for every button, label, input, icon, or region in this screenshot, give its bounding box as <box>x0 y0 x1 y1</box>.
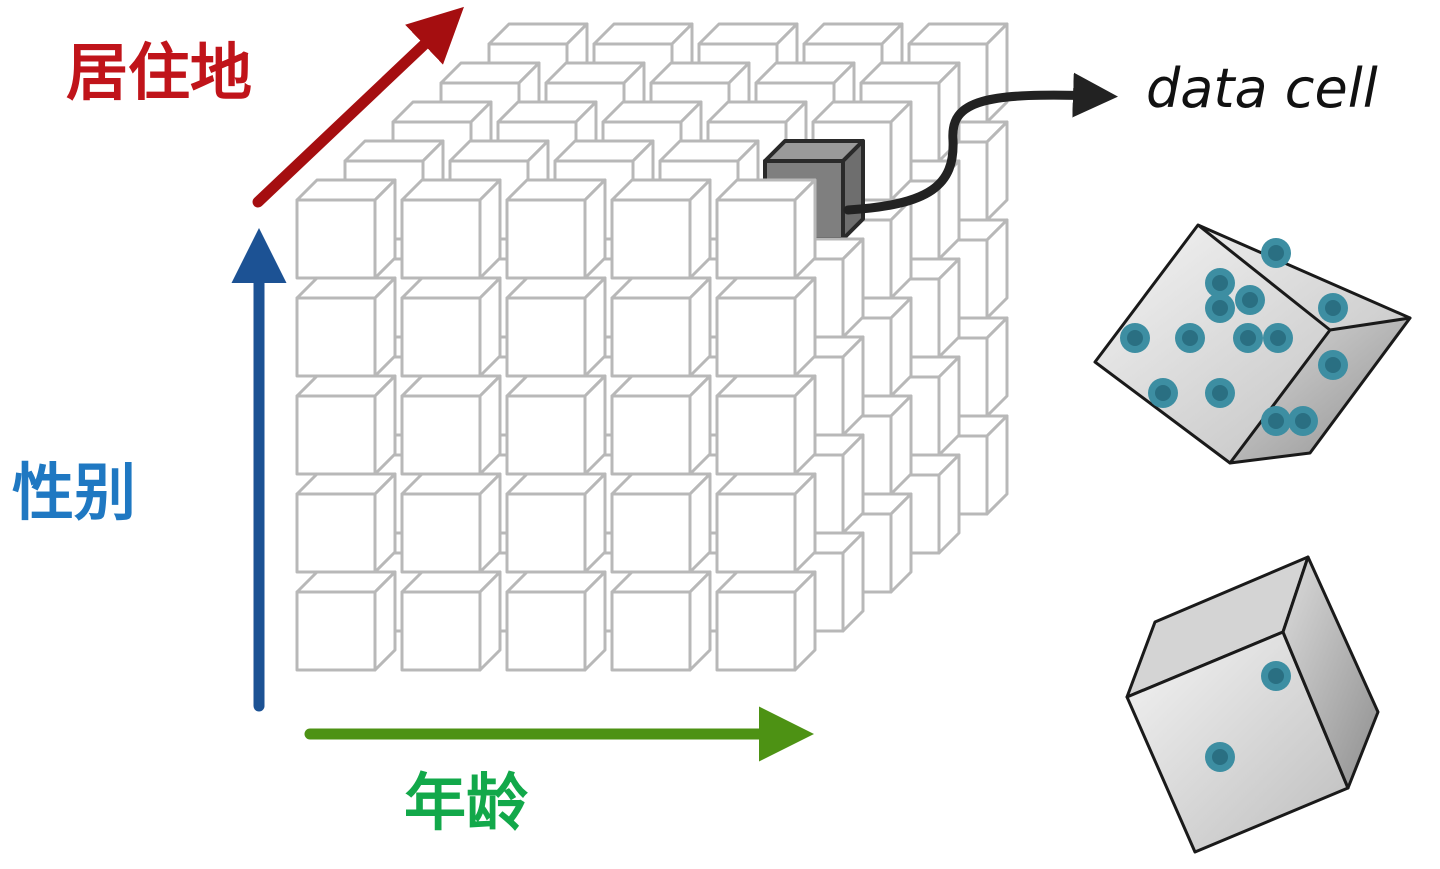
sparse-cell-dots <box>1205 661 1291 772</box>
grid-cell <box>610 178 712 280</box>
cube-grid <box>295 22 1009 672</box>
grid-cell <box>295 472 397 574</box>
data-point-core <box>1325 300 1341 316</box>
grid-cell <box>505 570 607 672</box>
data-point-core <box>1268 668 1284 684</box>
data-point-core <box>1268 413 1284 429</box>
data-point-core <box>1270 330 1286 346</box>
grid-cell <box>295 178 397 280</box>
data-point-core <box>1155 385 1171 401</box>
data-point-core <box>1268 245 1284 261</box>
data-point-core <box>1182 330 1198 346</box>
grid-cell <box>610 276 712 378</box>
data-point-core <box>1127 330 1143 346</box>
grid-cell <box>295 374 397 476</box>
grid-cell <box>505 374 607 476</box>
dense-cell-dots <box>1120 238 1348 436</box>
data-point-core <box>1240 330 1256 346</box>
grid-cell <box>400 374 502 476</box>
grid-cell <box>715 472 817 574</box>
grid-cell <box>610 570 712 672</box>
grid-cell <box>715 178 817 280</box>
data-point-core <box>1295 413 1311 429</box>
grid-cell <box>505 178 607 280</box>
residence-axis-arrow <box>252 6 464 208</box>
grid-cell <box>400 178 502 280</box>
residence-axis-label: 居住地 <box>66 36 253 109</box>
data-point-core <box>1325 357 1341 373</box>
grid-cell <box>400 472 502 574</box>
grid-cell <box>610 374 712 476</box>
dense-cell-die <box>1093 223 1412 465</box>
grid-cell <box>505 472 607 574</box>
data-point-core <box>1212 275 1228 291</box>
data-point-core <box>1212 385 1228 401</box>
data-cell-label: data cell <box>1146 57 1378 120</box>
grid-cell <box>505 276 607 378</box>
data-point-core <box>1212 749 1228 765</box>
grid-cell <box>295 276 397 378</box>
callout-arrow <box>843 72 1118 215</box>
grid-cell <box>400 276 502 378</box>
grid-cell <box>610 472 712 574</box>
data-point-core <box>1242 292 1258 308</box>
grid-cell <box>295 570 397 672</box>
grid-cell <box>400 570 502 672</box>
gender-axis-label: 性别 <box>12 456 137 529</box>
grid-cell <box>715 374 817 476</box>
sparse-cell-die <box>1125 555 1380 854</box>
grid-cell <box>715 570 817 672</box>
grid-cell <box>715 276 817 378</box>
age-axis-label: 年龄 <box>404 766 529 839</box>
data-point-core <box>1212 300 1228 316</box>
